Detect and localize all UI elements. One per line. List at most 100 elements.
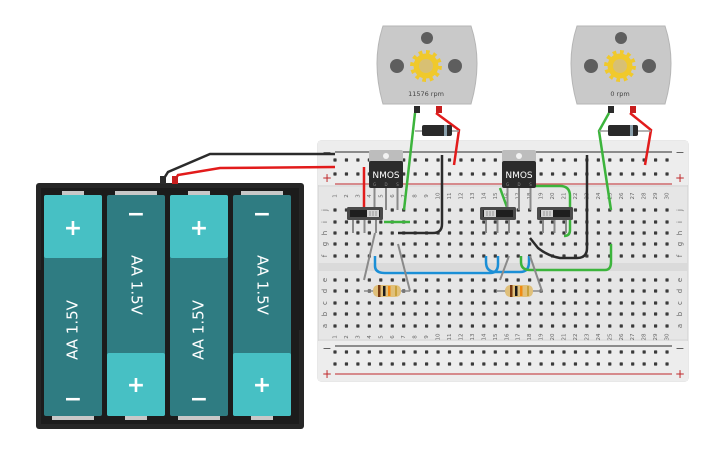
breadboard-hole[interactable] [654,362,658,366]
breadboard-hole[interactable] [344,362,349,366]
breadboard-hole[interactable] [596,289,600,293]
diode-2[interactable] [608,125,638,136]
breadboard-hole[interactable] [447,208,452,212]
breadboard-hole[interactable] [413,362,417,366]
breadboard-hole[interactable] [333,278,337,282]
breadboard-hole[interactable] [505,220,509,224]
breadboard-hole[interactable] [459,231,463,235]
dc-motor-2[interactable]: 0 rpm [570,25,672,113]
breadboard-hole[interactable] [539,231,543,235]
breadboard-hole[interactable] [654,289,658,293]
breadboard-hole[interactable] [665,172,669,176]
breadboard-hole[interactable] [413,242,417,246]
breadboard-hole[interactable] [665,278,669,282]
breadboard-hole[interactable] [344,278,349,282]
breadboard-hole[interactable] [665,301,669,305]
breadboard-hole[interactable] [402,312,406,316]
breadboard-hole[interactable] [425,362,429,366]
breadboard-hole[interactable] [413,220,417,224]
breadboard-hole[interactable] [413,254,417,258]
breadboard-hole[interactable] [482,324,486,328]
breadboard-hole[interactable] [528,231,532,235]
breadboard-hole[interactable] [470,350,474,354]
breadboard-hole[interactable] [447,301,452,305]
breadboard-hole[interactable] [596,324,600,328]
breadboard-hole[interactable] [436,312,440,316]
breadboard-hole[interactable] [596,172,600,176]
slide-switch-3[interactable] [537,207,573,233]
breadboard-hole[interactable] [516,242,520,246]
breadboard-hole[interactable] [505,362,509,366]
breadboard-hole[interactable] [367,312,371,316]
breadboard-hole[interactable] [344,289,349,293]
breadboard-hole[interactable] [528,301,532,305]
breadboard-hole[interactable] [654,254,658,258]
breadboard-hole[interactable] [344,231,349,235]
breadboard-hole[interactable] [436,242,440,246]
breadboard-hole[interactable] [482,278,486,282]
breadboard-hole[interactable] [390,350,394,354]
breadboard-hole[interactable] [608,172,612,176]
breadboard-hole[interactable] [379,362,383,366]
breadboard-hole[interactable] [665,312,669,316]
breadboard-hole[interactable] [459,289,463,293]
breadboard-hole[interactable] [482,220,486,224]
jumper-blue-1[interactable] [373,256,500,275]
breadboard-hole[interactable] [539,278,543,282]
breadboard-hole[interactable] [470,172,474,176]
breadboard-hole[interactable] [379,301,383,305]
breadboard-hole[interactable] [425,350,429,354]
breadboard-hole[interactable] [539,324,543,328]
motor1-positive-wire[interactable] [435,111,461,166]
breadboard-hole[interactable] [596,242,600,246]
breadboard-hole[interactable] [367,350,371,354]
breadboard-hole[interactable] [596,158,600,162]
breadboard-hole[interactable] [573,324,578,328]
breadboard-hole[interactable] [573,350,578,354]
breadboard-hole[interactable] [470,231,474,235]
breadboard-hole[interactable] [493,231,497,235]
breadboard-hole[interactable] [573,289,578,293]
breadboard-hole[interactable] [608,278,612,282]
breadboard-hole[interactable] [539,220,543,224]
breadboard-hole[interactable] [539,362,543,366]
breadboard-hole[interactable] [356,172,360,176]
breadboard-hole[interactable] [596,208,600,212]
breadboard-hole[interactable] [665,362,669,366]
breadboard-hole[interactable] [631,208,635,212]
breadboard-hole[interactable] [562,231,566,235]
breadboard-hole[interactable] [596,254,600,258]
breadboard-hole[interactable] [436,350,440,354]
breadboard-hole[interactable] [470,242,474,246]
breadboard-hole[interactable] [493,172,497,176]
breadboard-hole[interactable] [390,208,394,212]
breadboard-hole[interactable] [493,301,497,305]
breadboard-hole[interactable] [379,231,383,235]
breadboard-hole[interactable] [436,278,440,282]
breadboard-hole[interactable] [619,208,623,212]
breadboard-hole[interactable] [344,220,349,224]
breadboard-hole[interactable] [459,301,463,305]
breadboard-hole[interactable] [436,254,440,258]
breadboard-hole[interactable] [631,220,635,224]
breadboard-hole[interactable] [379,254,383,258]
motor1-negative-wire[interactable] [402,112,417,211]
breadboard-hole[interactable] [654,278,658,282]
breadboard-hole[interactable] [402,301,406,305]
breadboard-hole[interactable] [413,350,417,354]
breadboard-hole[interactable] [333,220,337,224]
breadboard-hole[interactable] [528,220,532,224]
breadboard-hole[interactable] [425,312,429,316]
breadboard-hole[interactable] [516,312,520,316]
breadboard-hole[interactable] [425,158,429,162]
breadboard-hole[interactable] [390,301,394,305]
breadboard-hole[interactable] [425,208,429,212]
breadboard-hole[interactable] [425,254,429,258]
breadboard-hole[interactable] [390,278,394,282]
breadboard-hole[interactable] [390,231,394,235]
breadboard-hole[interactable] [333,208,337,212]
breadboard-hole[interactable] [516,278,520,282]
breadboard-hole[interactable] [573,231,578,235]
breadboard-hole[interactable] [470,158,474,162]
breadboard-hole[interactable] [402,324,406,328]
